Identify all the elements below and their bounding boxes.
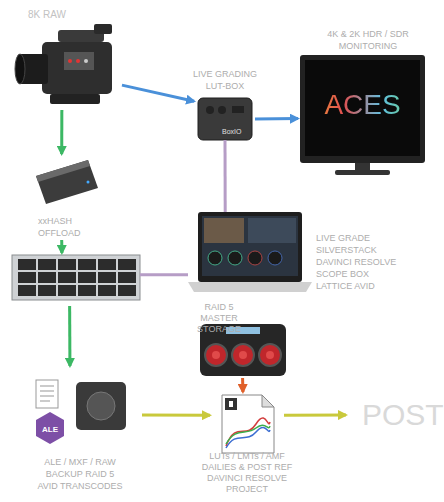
raid-node: RAID 5 MASTER STORAGE xyxy=(12,255,140,300)
lut-box-body xyxy=(198,98,252,140)
node-label: 4K & 2K HDR / SDR MONITORING xyxy=(316,28,420,52)
trackball-shine xyxy=(239,351,247,359)
raid-illustration xyxy=(12,255,140,300)
lut-document-illustration xyxy=(222,395,274,453)
node-label: BoxIO xyxy=(222,127,250,136)
lut-box-node: LIVE GRADING LUT-BOXBoxIO xyxy=(198,98,252,140)
lut-page xyxy=(222,395,274,453)
laptop-node: LIVE GRADE SILVERSTACK DAVINCI RESOLVE S… xyxy=(188,212,312,377)
camera-led xyxy=(84,59,88,63)
color-wheel xyxy=(228,251,242,265)
camera-node: 8K RAW xyxy=(18,24,120,106)
lut-box-illustration xyxy=(198,98,252,140)
trackball xyxy=(259,344,281,366)
drive-platter xyxy=(87,392,115,420)
node-label: ALE / MXF / RAW BACKUP RAID 5 AVID TRANS… xyxy=(35,456,125,492)
flow-arrow xyxy=(284,414,346,417)
monitor-bezel xyxy=(300,55,425,163)
screen-viewer xyxy=(204,218,244,243)
drive-top xyxy=(36,160,90,182)
lut-box-port xyxy=(218,106,226,114)
flow-arrow xyxy=(224,140,227,212)
node-label: LIVE GRADING LUT-BOX xyxy=(190,68,260,92)
flow-arrow xyxy=(140,273,188,276)
camera-mic xyxy=(94,24,112,34)
camera-panel xyxy=(64,52,94,70)
node-label: POST xyxy=(362,398,434,432)
curve-red xyxy=(226,418,270,446)
flow-arrow xyxy=(241,378,244,392)
node-label: ALE xyxy=(36,425,64,435)
document-icon xyxy=(36,380,58,408)
node-label: LIVE GRADE SILVERSTACK DAVINCI RESOLVE S… xyxy=(316,232,402,292)
page-fold xyxy=(262,395,274,407)
laptop-screen xyxy=(202,216,298,276)
monitor-neck xyxy=(355,163,370,171)
monitor-base xyxy=(335,170,390,175)
document-lines xyxy=(40,386,54,401)
app-icon-mark xyxy=(229,401,233,407)
backup-files-node: ALEALE / MXF / RAW BACKUP RAID 5 AVID TR… xyxy=(30,378,130,448)
trackball xyxy=(205,344,227,366)
offload-drive-node: xxHASH OFFLOAD xyxy=(32,160,98,240)
monitor-screen xyxy=(305,60,420,156)
raid-chassis xyxy=(12,255,140,300)
raid-slots xyxy=(18,259,138,298)
lut-box-port xyxy=(232,106,244,113)
lut-box-port xyxy=(206,106,214,114)
camera-led xyxy=(76,59,80,63)
ale-file-icon xyxy=(36,412,64,444)
camera-led xyxy=(68,59,72,63)
curve-blue xyxy=(226,427,270,448)
drive-led xyxy=(87,181,90,184)
screen-panel xyxy=(248,218,296,243)
trackball xyxy=(232,344,254,366)
color-wheel xyxy=(208,251,222,265)
backup-files-illustration xyxy=(36,380,126,444)
node-label: ACES xyxy=(305,89,420,121)
lens-front xyxy=(15,54,25,84)
flow-arrow xyxy=(142,414,210,417)
flow-arrow xyxy=(68,306,71,366)
trackball-shine xyxy=(266,351,274,359)
node-label: LUTs / LMTs / AMF DAILIES & POST REF DAV… xyxy=(197,451,297,495)
app-icon xyxy=(225,398,237,410)
flow-arrow xyxy=(122,85,194,101)
flow-arrow xyxy=(255,117,298,120)
flow-arrow xyxy=(60,240,63,253)
color-wheel xyxy=(248,251,262,265)
offload-drive-illustration xyxy=(36,160,98,204)
monitor-illustration xyxy=(300,55,425,175)
laptop-illustration xyxy=(188,212,312,292)
monitor-node: 4K & 2K HDR / SDR MONITORINGACES xyxy=(300,55,425,175)
node-label: xxHASH OFFLOAD xyxy=(38,215,98,239)
color-wheel xyxy=(268,251,282,265)
laptop-bezel xyxy=(198,212,302,282)
node-label: 8K RAW xyxy=(28,9,118,21)
camera-grip xyxy=(50,94,100,104)
lut-document-node: LUTs / LMTs / AMF DAILIES & POST REF DAV… xyxy=(218,393,276,453)
trackball-shine xyxy=(212,351,220,359)
laptop-base xyxy=(188,282,312,292)
post-node: POST xyxy=(362,398,434,432)
camera-illustration xyxy=(15,24,112,104)
drive-body xyxy=(36,160,98,204)
hard-drive-icon xyxy=(76,382,126,430)
camera-body xyxy=(42,42,112,94)
flow-arrow xyxy=(60,110,63,154)
node-label: RAID 5 MASTER STORAGE xyxy=(188,302,250,335)
